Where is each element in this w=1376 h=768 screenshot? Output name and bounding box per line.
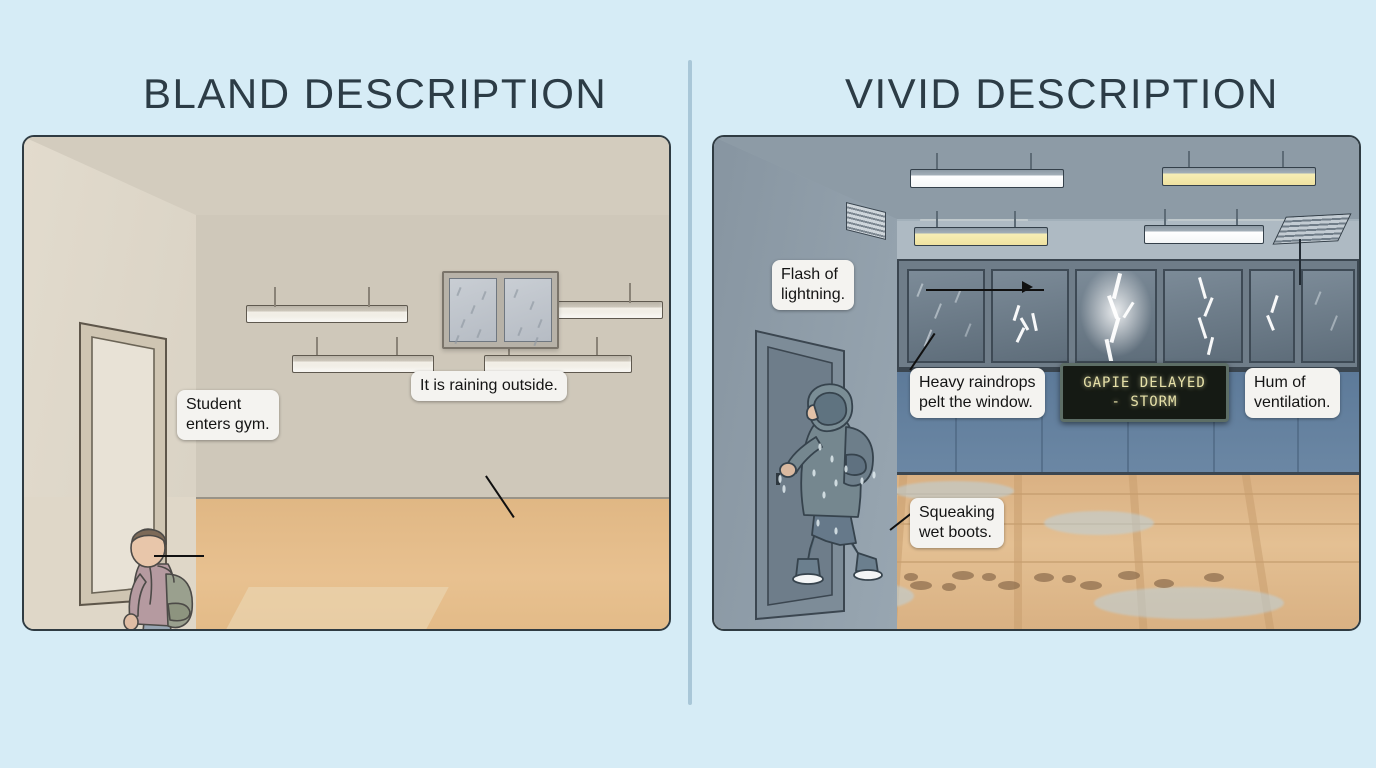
scoreboard: GAPIE DELAYED - STORM (1060, 363, 1229, 422)
window-pane (907, 269, 985, 363)
scoreboard-line-1: GAPIE DELAYED (1083, 374, 1206, 391)
page-title-bland: BLAND DESCRIPTION (143, 70, 608, 117)
arrowhead-lightning (1022, 281, 1033, 293)
callout-flash-of-lightning: Flash of lightning. (772, 260, 855, 310)
panel-bland-description (22, 135, 671, 631)
wall-floor-line (196, 497, 669, 499)
ceiling-lamp-icon (1144, 209, 1264, 244)
callout-student-enters-gym: Student enters gym. (177, 390, 279, 440)
ceiling-lamp-icon (292, 337, 434, 373)
window-band (897, 259, 1359, 369)
callout-squeaking-wet-boots: Squeaking wet boots. (910, 498, 1004, 548)
page-title-vivid: VIVID DESCRIPTION (845, 70, 1279, 117)
window-pane-left (449, 278, 497, 344)
callout-hum-of-ventilation: Hum of ventilation. (1245, 368, 1340, 418)
vent-leader-line (1299, 239, 1301, 285)
window-pane (1249, 269, 1295, 363)
panel-divider (688, 60, 692, 705)
scoreboard-line-2: - STORM (1111, 393, 1178, 410)
leader-line-lightning (926, 289, 1044, 292)
window-pane (1301, 269, 1355, 363)
student-with-backpack-icon (104, 512, 214, 629)
window-pane-lightning (1163, 269, 1243, 363)
callout-it-is-raining-outside: It is raining outside. (411, 371, 567, 401)
ceiling-lamp-icon (246, 287, 408, 323)
ceiling-lamp-icon-warm (1162, 151, 1316, 186)
window-icon (442, 271, 559, 349)
ceiling-lamp-icon (910, 153, 1064, 188)
ceiling-lamp-icon-warm (914, 211, 1048, 246)
leader-line-student (154, 555, 204, 557)
window-pane-lightning-main (1075, 269, 1157, 363)
callout-heavy-raindrops: Heavy raindrops pelt the window. (910, 368, 1045, 418)
window-pane-right (504, 278, 552, 346)
student-with-backpack-icon (778, 363, 904, 593)
